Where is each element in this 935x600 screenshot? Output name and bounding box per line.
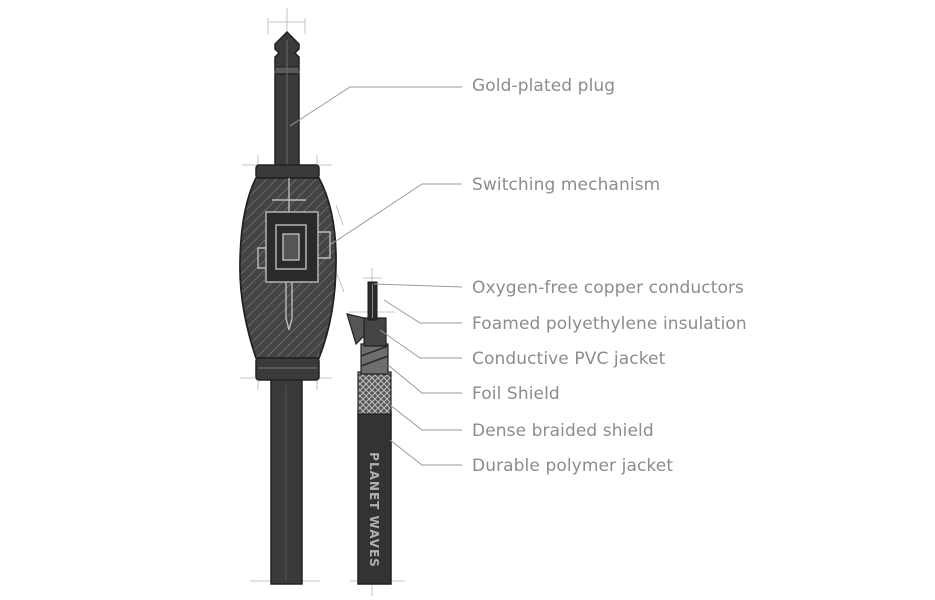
- leader-lines: [289, 86, 463, 466]
- plug-body: [239, 164, 337, 381]
- callout-foil-shield: Foil Shield: [472, 384, 560, 404]
- switch-internals: [257, 178, 331, 331]
- cutaway-cable: [346, 281, 392, 585]
- callout-copper-conductors: Oxygen-free copper conductors: [472, 278, 745, 298]
- callout-polyethylene-insulation: Foamed polyethylene insulation: [472, 314, 747, 334]
- plug-tip: [274, 30, 300, 169]
- callout-gold-plated-plug: Gold-plated plug: [472, 76, 616, 96]
- cable-print-text: PLANET WAVES: [367, 452, 381, 568]
- callout-braided-shield: Dense braided shield: [472, 421, 654, 441]
- callout-polymer-jacket: Durable polymer jacket: [472, 456, 674, 476]
- plug-cable: [270, 379, 303, 585]
- callout-pvc-jacket: Conductive PVC jacket: [472, 349, 666, 369]
- callout-switching-mechanism: Switching mechanism: [472, 175, 661, 195]
